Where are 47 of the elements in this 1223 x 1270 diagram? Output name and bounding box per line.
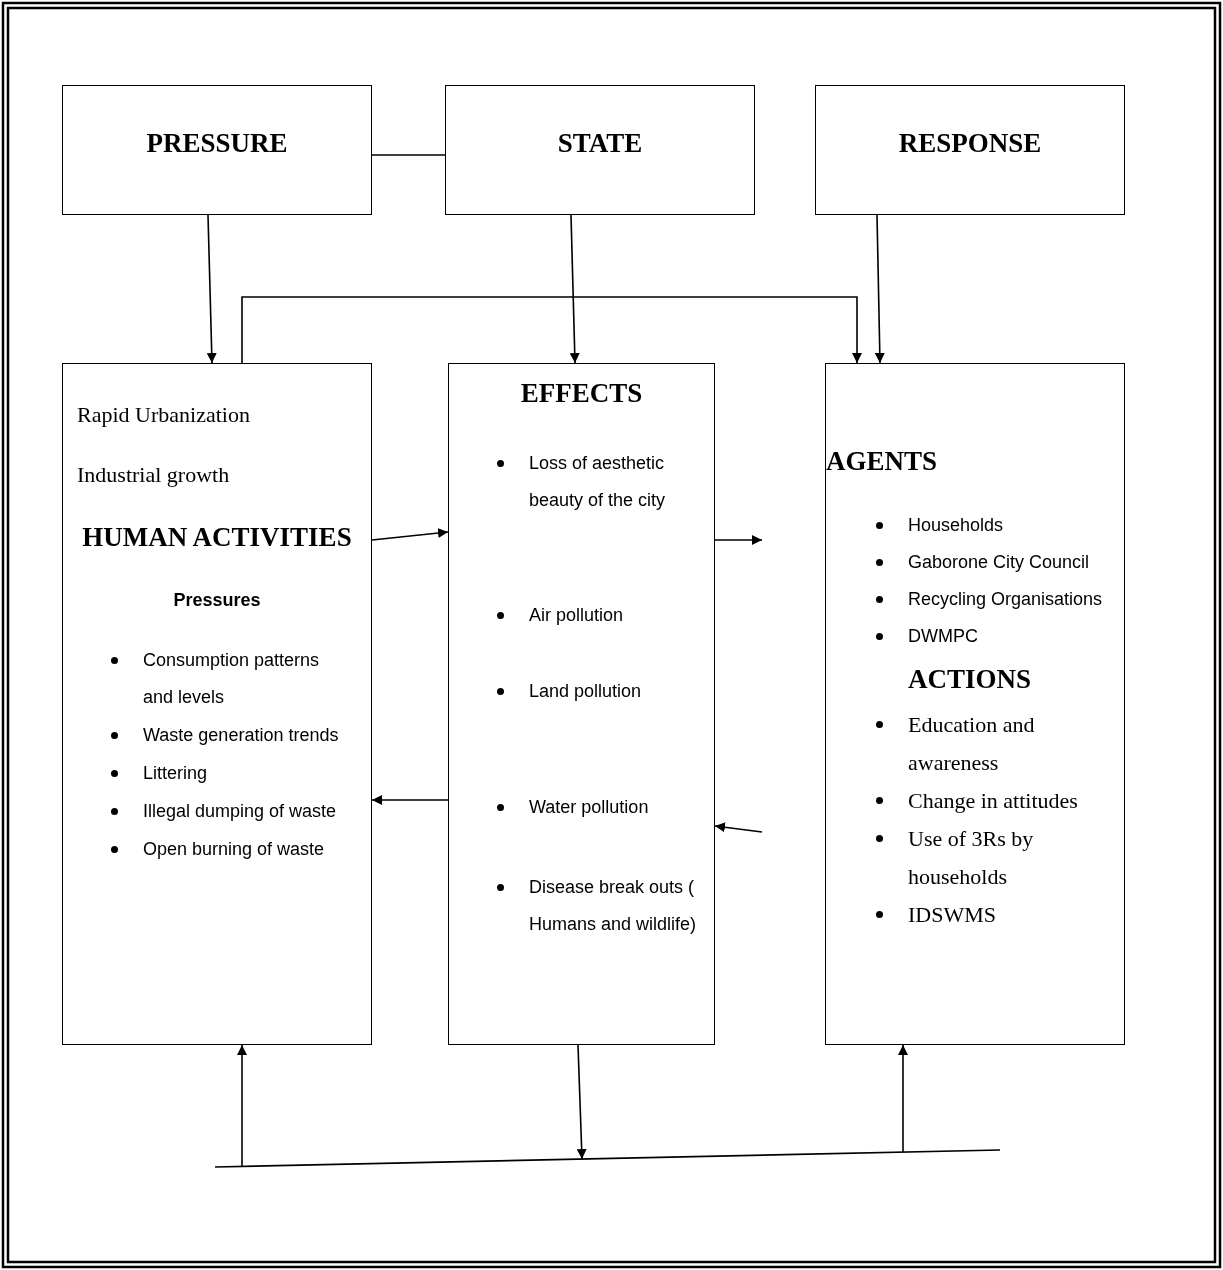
bullet-text: DWMPC [908,625,979,648]
arrow [874,214,885,364]
arrow [714,535,763,545]
process-box [825,363,1125,1045]
bullet-text: Loss of aesthetic beauty of the city [529,452,667,512]
heading: HUMAN ACTIVITIES [81,522,353,553]
process-box [62,363,372,1045]
process-box [815,85,1125,215]
heading: EFFECTS [519,378,644,409]
subheading: Pressures [172,590,262,611]
arrow [714,822,763,833]
arrow [898,1044,908,1153]
arrow [237,1044,247,1168]
connector-line [371,154,446,156]
heading: AGENTS [826,446,938,477]
process-box [448,363,715,1045]
arrow [576,1044,587,1160]
bullet-text: Consumption patterns and levels [143,649,321,709]
arrow [241,296,862,364]
bullet-text: Illegal dumping of waste [143,800,338,823]
arrow [569,214,580,364]
bullet-text: Land pollution [529,680,643,703]
bullet-text: Water pollution [529,796,650,819]
bullet-text: Use of 3Rs by households [908,825,1035,891]
bullet-text: Education and awareness [908,711,1036,777]
process-box [445,85,755,215]
bullet-text: Disease break outs ( Humans and wildlife) [529,876,698,936]
bullet-text: Waste generation trends [143,724,340,747]
arrow [371,795,449,805]
heading: STATE [556,128,644,159]
bullet-text: Gaborone City Council [908,551,1091,574]
arrow [371,528,449,541]
body-text: Rapid Urbanization [77,402,251,428]
body-text: Industrial growth [77,462,231,488]
heading: PRESSURE [145,128,289,159]
bullet-text: Littering [143,762,209,785]
baseline-bar [215,1148,1000,1170]
process-box [62,85,372,215]
arrow [206,214,217,364]
bullet-text: Change in attitudes [908,787,1079,815]
heading: ACTIONS [908,664,1033,695]
bullet-text: Air pollution [529,604,625,627]
bullet-text: Recycling Organisations [908,588,1104,611]
heading: RESPONSE [897,128,1043,159]
bullet-text: Households [908,514,1005,537]
bullet-text: Open burning of waste [143,838,326,861]
bullet-text: IDSWMS [908,901,997,929]
